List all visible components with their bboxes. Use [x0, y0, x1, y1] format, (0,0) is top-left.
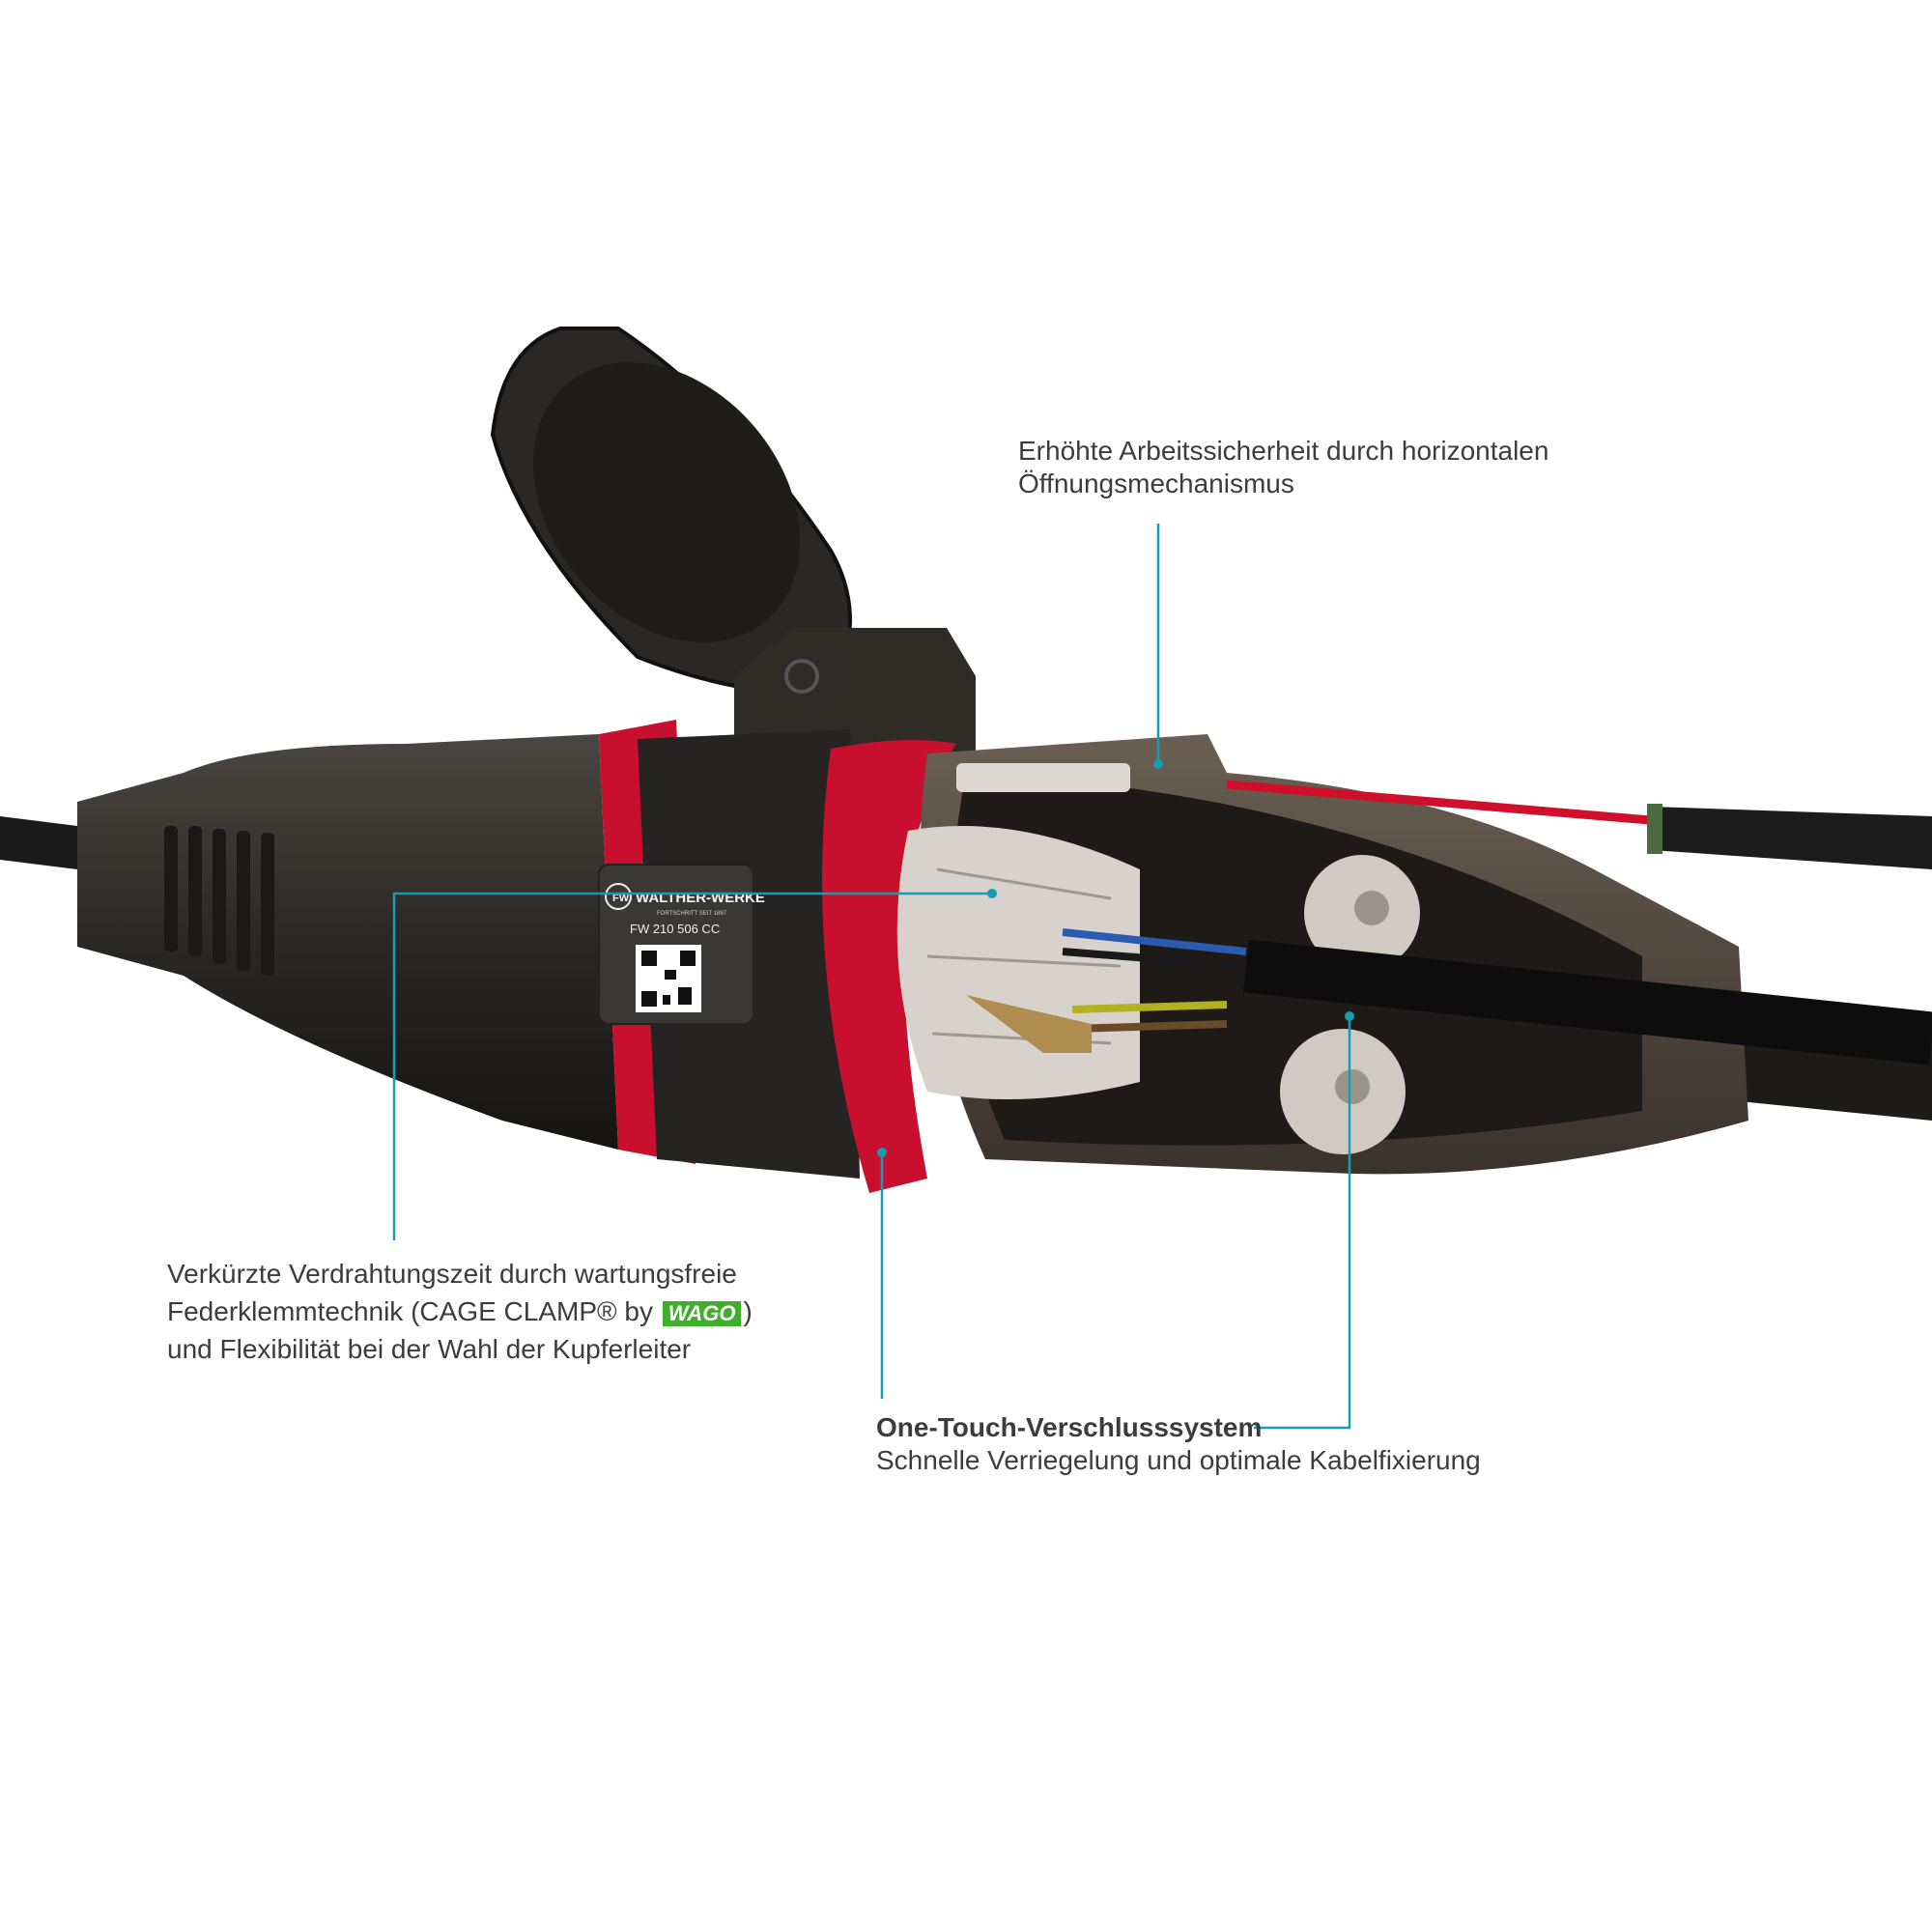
wago-logo: WAGO: [662, 1300, 742, 1326]
plug-body: [77, 734, 618, 1150]
annotation-left-line3: und Flexibilität bei der Wahl der Kupfer…: [167, 1334, 692, 1364]
screwdriver-handle: [1652, 807, 1932, 869]
grip-ribs: [164, 826, 274, 976]
annotation-top: Erhöhte Arbeitssicherheit durch horizont…: [1018, 435, 1548, 500]
cage-clamp-block: [896, 826, 1140, 1099]
line2-suffix: ): [743, 1296, 753, 1326]
annotation-top-line1: Erhöhte Arbeitssicherheit durch horizont…: [1018, 436, 1549, 466]
leader-bottom: [1254, 1016, 1351, 1430]
leader-left: [392, 892, 992, 1240]
slider-mechanism: [956, 763, 1130, 792]
wires: [1062, 928, 1247, 1033]
annotation-bottom-title: One-Touch-Verschlusssystem: [876, 1412, 1263, 1442]
lid-inner: [533, 362, 800, 642]
leader-lines: [392, 524, 1351, 1430]
walther-logo: [605, 883, 632, 910]
red-rod: [1226, 780, 1662, 826]
line2-prefix: Federklemmtechnik (CAGE CLAMP® by: [167, 1296, 653, 1326]
logo-letters: FW: [612, 893, 630, 904]
brand-name: WALTHER-WERKE: [636, 890, 765, 906]
annotation-top-line2: Öffnungsmechanismus: [1018, 469, 1294, 498]
annotation-left-line2: Federklemmtechnik (CAGE CLAMP® by WAGO): [167, 1293, 753, 1330]
brand-tagline: FORTSCHRITT SEIT 1897: [657, 911, 727, 917]
red-ring-right: [822, 740, 956, 1193]
annotation-bottom: One-Touch-Verschlusssystem Schnelle Verr…: [876, 1411, 1481, 1477]
annotation-bottom-subtitle: Schnelle Verriegelung und optimale Kabel…: [876, 1445, 1481, 1475]
annotation-left-line1: Verkürzte Verdrahtungszeit durch wartung…: [167, 1259, 737, 1289]
clamp-lever: [966, 995, 1092, 1053]
annotation-left: Verkürzte Verdrahtungszeit durch wartung…: [167, 1255, 753, 1368]
model-number: FW 210 506 CC: [630, 922, 720, 936]
